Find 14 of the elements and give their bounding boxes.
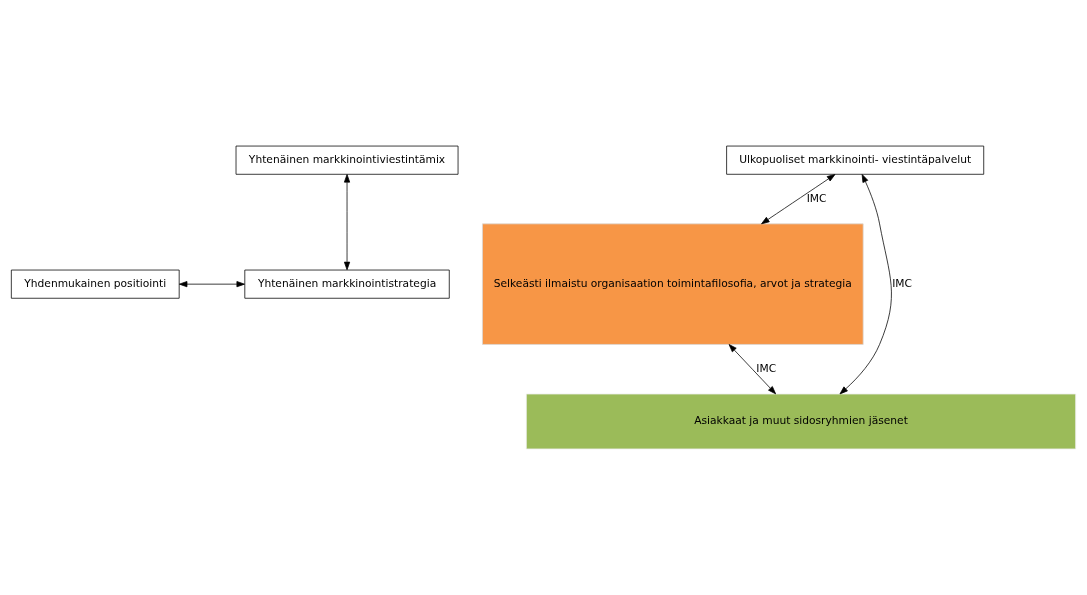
edge-label: IMC xyxy=(892,276,912,290)
node-box: Yhtenäinen markkinointiviestintämix xyxy=(235,145,459,175)
node-box: Selkeästi ilmaistu organisaation toimintafilosofia, arvot ja strategia xyxy=(482,223,864,345)
arrow xyxy=(344,174,351,271)
node-box: Yhdenmukainen positiointi xyxy=(10,269,180,299)
arrow xyxy=(728,344,777,395)
arrow xyxy=(839,174,892,395)
arrow xyxy=(178,281,245,288)
arrow xyxy=(761,174,836,225)
node-box: Ulkopuoliset markkinointi- viestintäpalvelut xyxy=(726,145,985,175)
node-box: Asiakkaat ja muut sidosryhmien jäsenet xyxy=(525,393,1077,450)
edge-label: IMC xyxy=(756,362,777,376)
edge-label: IMC xyxy=(806,191,827,205)
node-box: Yhtenäinen markkinointistrategia xyxy=(244,269,450,299)
